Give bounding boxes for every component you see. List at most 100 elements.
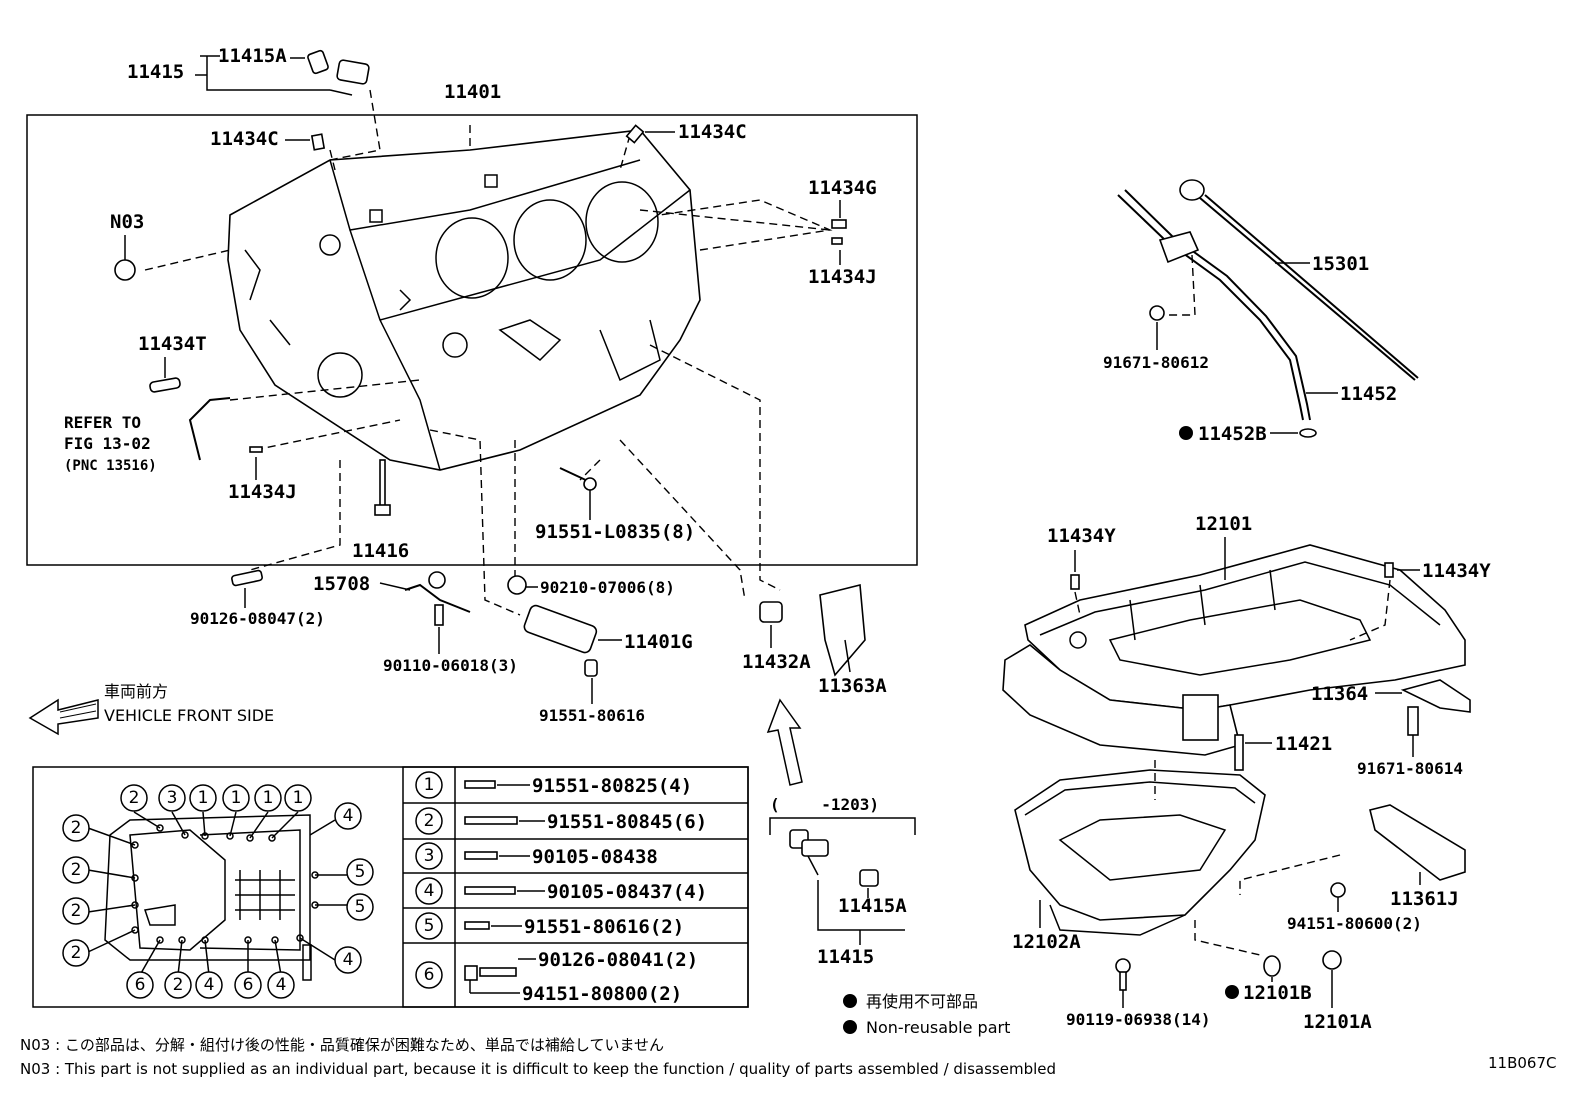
figure-id: 11B067C [1488, 1054, 1556, 1072]
bolt-row-number: 1 [424, 775, 435, 795]
bolt-callout: 4 [204, 975, 215, 995]
bolt-row-part: 94151-80800(2) [522, 983, 682, 1005]
label-12101B: 12101B [1243, 982, 1312, 1004]
bolt-callout: 2 [71, 901, 82, 921]
bolt-callout: 2 [71, 860, 82, 880]
label-11415A-bottom: 11415A [838, 895, 907, 917]
block-leader-lines [144, 89, 833, 616]
dipstick-illustration [1117, 179, 1419, 438]
bolt-row-number: 6 [424, 965, 435, 985]
bolt-location-map [104, 814, 319, 981]
label-12102A: 12102A [1012, 931, 1081, 953]
bolt-callout: 6 [243, 975, 254, 995]
bolt-callout: 3 [167, 788, 178, 808]
bolt-row-part: 90105-08437(4) [547, 881, 707, 903]
label-11363A: 11363A [818, 675, 887, 697]
label-11415-bottom: 11415 [817, 946, 874, 968]
label-11452: 11452 [1340, 383, 1397, 405]
label-11434T: 11434T [138, 333, 207, 355]
bolt-row-part: 90126-08041(2) [538, 949, 698, 971]
label-15708: 15708 [313, 573, 370, 595]
label-15301: 15301 [1312, 253, 1369, 275]
cylinder-block-illustration [227, 129, 701, 471]
label-90110-06018: 90110-06018(3) [383, 656, 518, 675]
legend-non-reusable-en: Non-reusable part [866, 1018, 1010, 1037]
refer-to-line1: REFER TO [64, 413, 141, 432]
label-11434Y-right: 11434Y [1422, 560, 1491, 582]
label-91551-L0835: 91551-L0835(8) [535, 521, 695, 543]
bolt-row-number: 5 [424, 916, 435, 936]
bolt-row-part: 90105-08438 [532, 846, 658, 868]
label-11434G: 11434G [808, 177, 877, 199]
label-11421: 11421 [1275, 733, 1332, 755]
label-11434Y-left: 11434Y [1047, 525, 1116, 547]
bolt-callout: 1 [293, 788, 304, 808]
legend-non-reusable-jp: 再使用不可部品 [866, 992, 978, 1011]
note-N03-en: N03 : This part is not supplied as an in… [20, 1060, 1056, 1078]
oil-pan-dashed-lines [1074, 579, 1391, 956]
bolt-row-number: 3 [424, 846, 435, 866]
bolt-row-number: 2 [424, 811, 435, 831]
bracket-11415-top [195, 55, 330, 91]
label-90126-08047: 90126-08047(2) [190, 609, 325, 628]
oil-pan-upper-illustration [1002, 544, 1466, 756]
bolt-map-callouts: 2 3 1 1 1 1 4 2 5 2 5 2 2 4 6 2 4 6 4 [62, 784, 374, 999]
label-11415A-top: 11415A [218, 45, 287, 67]
bolt-map-leaders [87, 811, 347, 976]
cylinder-block-frame [26, 114, 918, 566]
label-91551-80616: 91551-80616 [539, 706, 645, 725]
sensor-11415-bottom [789, 829, 879, 887]
mid-left-parts [231, 569, 866, 677]
label-11434J-right: 11434J [808, 266, 877, 288]
sensor-11415-top [307, 49, 370, 96]
label-11434C-right: 11434C [678, 121, 747, 143]
vehicle-front-arrow-icon [28, 698, 99, 736]
label-94151-80600: 94151-80600(2) [1287, 914, 1422, 933]
bolt-callout: 1 [263, 788, 274, 808]
range-label: ( -1203) [770, 795, 879, 814]
label-11401G: 11401G [624, 631, 693, 653]
label-11434C-left: 11434C [210, 128, 279, 150]
bolt-callout: 5 [355, 897, 366, 917]
label-11401: 11401 [444, 81, 501, 103]
vehicle-front-label-en: VEHICLE FRONT SIDE [104, 706, 274, 725]
label-N03: N03 [110, 211, 144, 233]
bolt-row-part: 91551-80845(6) [547, 811, 707, 833]
bolt-table [402, 766, 749, 1008]
label-11361J: 11361J [1390, 888, 1459, 910]
label-11364: 11364 [1311, 683, 1368, 705]
label-11434J-left: 11434J [228, 481, 297, 503]
oil-pan-small-parts [1070, 562, 1471, 991]
label-91671-80612: 91671-80612 [1103, 353, 1209, 372]
bolt-callout: 1 [198, 788, 209, 808]
bolt-row-part: 91551-80825(4) [532, 775, 692, 797]
block-small-parts [114, 124, 847, 516]
bolt-callout: 5 [355, 862, 366, 882]
bolt-callout: 2 [129, 788, 140, 808]
label-91671-80614: 91671-80614 [1357, 759, 1463, 778]
refer-to-line2: FIG 13-02 [64, 434, 151, 453]
label-90210-07006: 90210-07006(8) [540, 578, 675, 597]
label-12101: 12101 [1195, 513, 1252, 535]
bolt-callout: 6 [135, 975, 146, 995]
bolt-callout: 2 [71, 818, 82, 838]
label-11432A: 11432A [742, 651, 811, 673]
bolt-callout: 4 [343, 950, 354, 970]
label-11416: 11416 [352, 540, 409, 562]
bolt-table-rows: 1 91551-80825(4) 2 91551-80845(6) 3 9010… [415, 771, 707, 1005]
bolt-callout: 2 [71, 943, 82, 963]
label-12101A: 12101A [1303, 1011, 1372, 1033]
refer-to-line3: (PNC 13516) [64, 458, 157, 474]
vehicle-front-label-jp: 車両前方 [104, 682, 168, 701]
bolt-callout: 2 [173, 975, 184, 995]
label-11415-top: 11415 [127, 61, 184, 83]
bolt-row-part: 91551-80616(2) [524, 916, 684, 938]
bolt-row-number: 4 [424, 881, 435, 901]
label-11452B: 11452B [1198, 423, 1267, 445]
bolt-callout: 1 [231, 788, 242, 808]
note-N03-jp: N03 : この部品は、分解・組付け後の性能・品質確保が困難なため、単品では補給… [20, 1036, 664, 1054]
oil-pan-lower-illustration [1014, 769, 1266, 936]
bolt-callout: 4 [343, 806, 354, 826]
label-90119-06938: 90119-06938(14) [1066, 1010, 1211, 1029]
